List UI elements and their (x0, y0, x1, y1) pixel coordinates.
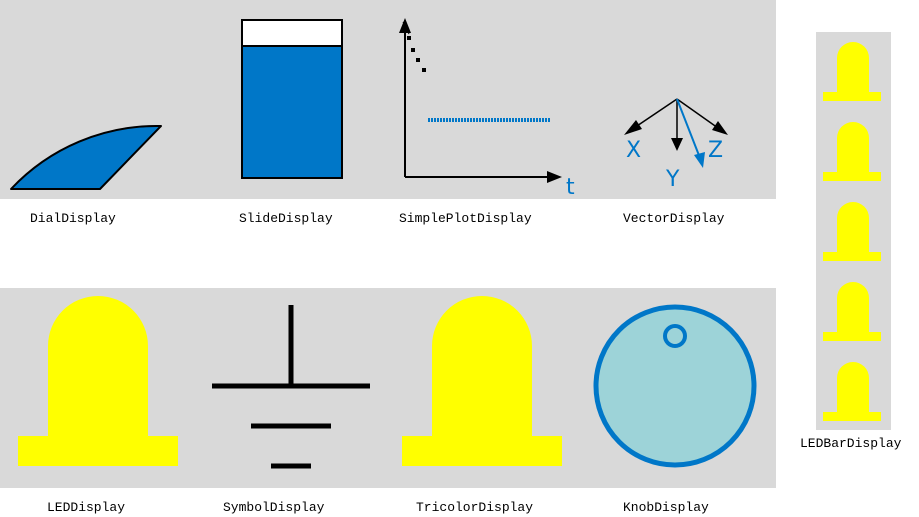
led-bar-segment-4 (823, 282, 881, 341)
vector-x-label: X (626, 138, 641, 163)
vector-display-label: VectorDisplay (623, 211, 725, 226)
led-bar-segment-2 (823, 122, 881, 181)
tricolor-led-icon (402, 296, 562, 466)
led-bar-segment-3 (823, 202, 881, 261)
led-bar-icon (823, 42, 881, 421)
led-icon (18, 296, 178, 466)
ground-symbol-icon (212, 305, 370, 469)
vector-z-label: Z (708, 138, 723, 163)
simple-plot-display-label: SimplePlotDisplay (399, 211, 532, 226)
knob-display-label: KnobDisplay (623, 500, 709, 515)
vector-axes-icon: X Y Z (624, 98, 728, 192)
led-bar-segment-1 (823, 42, 881, 101)
knob-icon (593, 304, 757, 468)
tricolor-display-label: TricolorDisplay (416, 500, 534, 515)
led-bar-segment-5 (823, 362, 881, 421)
vector-y-label: Y (665, 167, 680, 192)
slide-bar-icon (241, 19, 343, 179)
top-panel (0, 0, 776, 199)
plot-axes-icon: t (399, 18, 575, 200)
plot-axis-label: t (566, 175, 575, 200)
led-display-label: LEDDisplay (47, 500, 126, 515)
dial-sector-icon (10, 124, 162, 190)
dial-display-label: DialDisplay (30, 211, 116, 226)
led-bar-display-label: LEDBarDisplay (800, 436, 902, 451)
slide-display-label: SlideDisplay (239, 211, 333, 226)
symbol-display-label: SymbolDisplay (223, 500, 325, 515)
